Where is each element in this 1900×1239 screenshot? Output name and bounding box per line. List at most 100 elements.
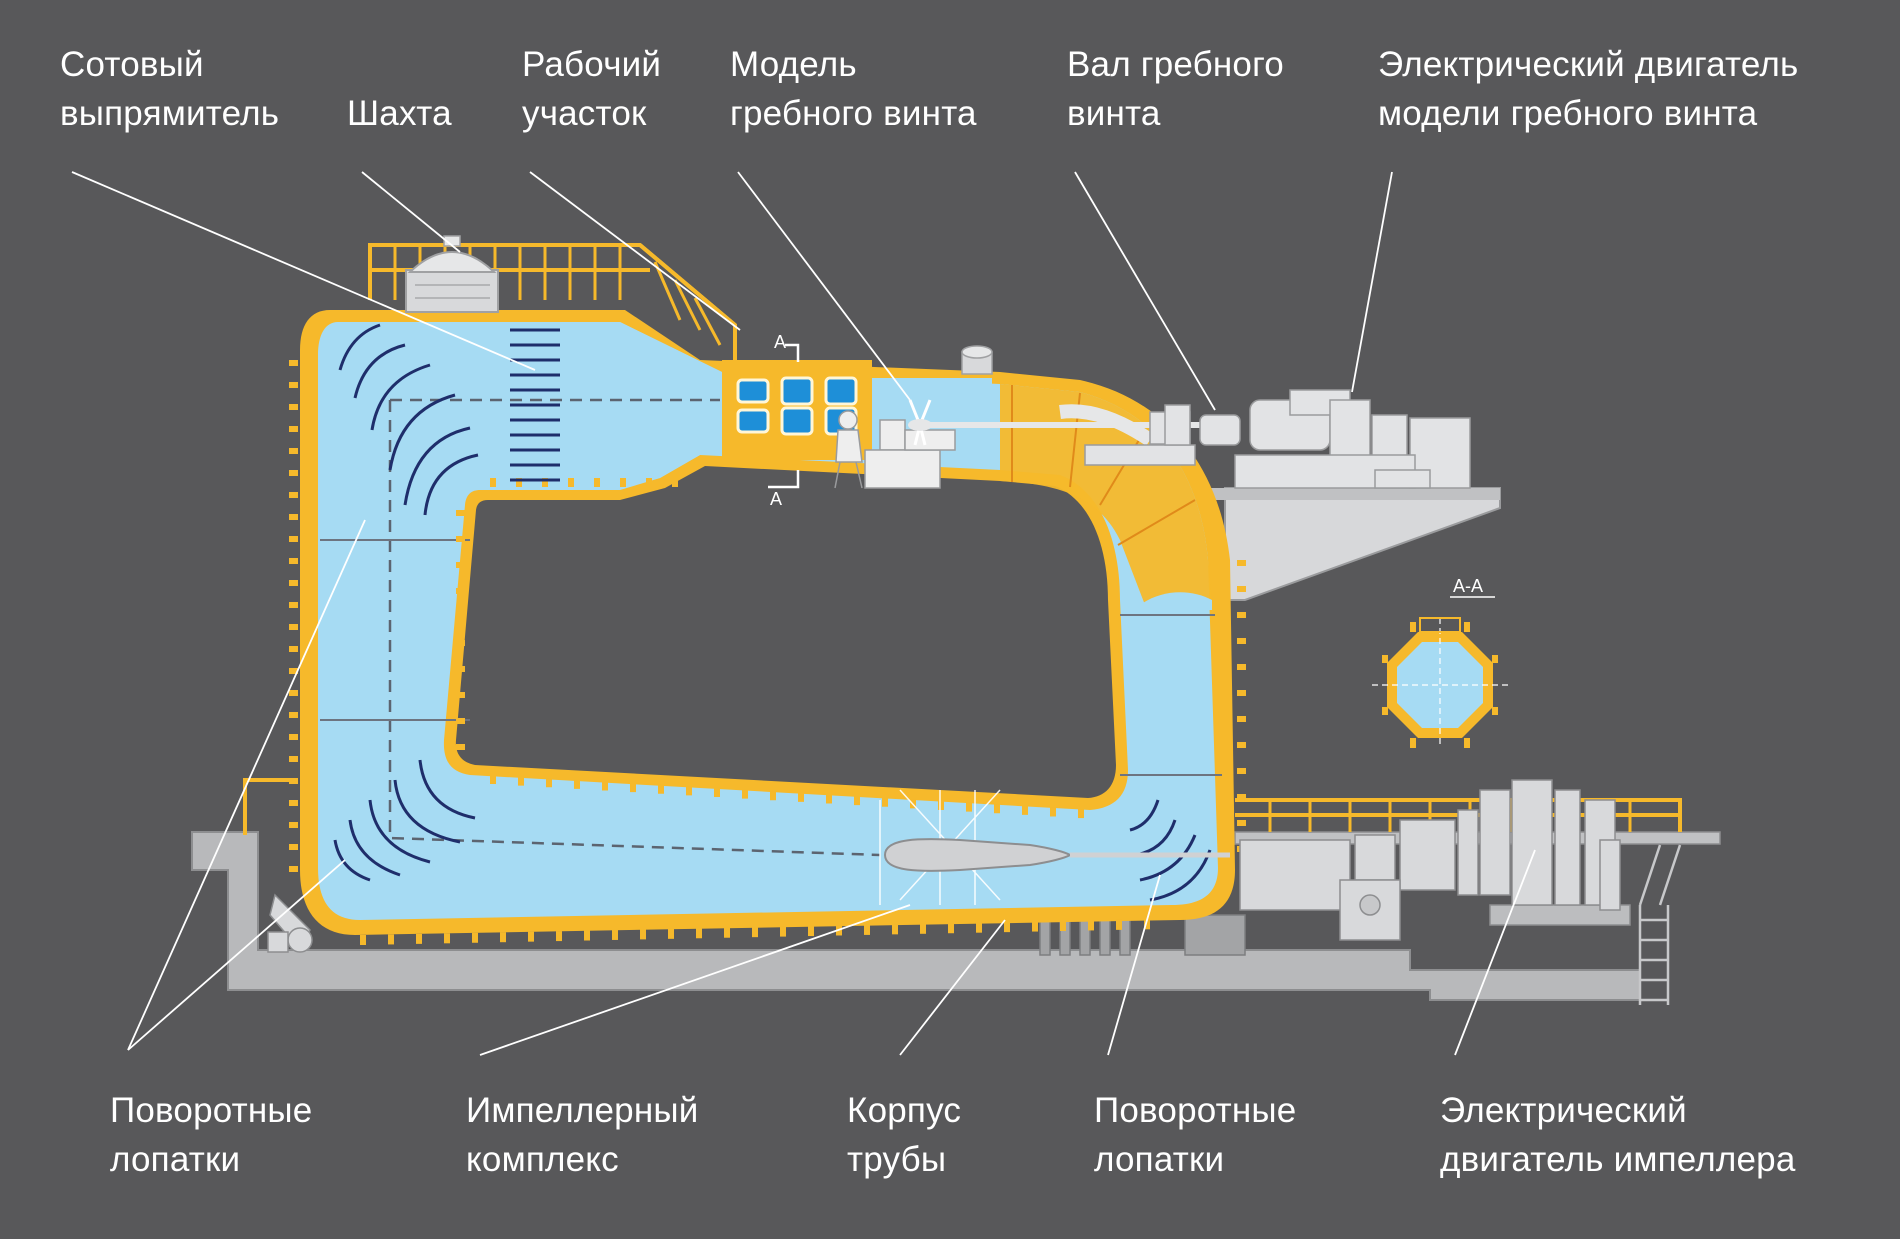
pipe-stud (630, 783, 636, 793)
floor-piers (1039, 914, 1246, 956)
pipe-stud (289, 844, 298, 850)
label-line: трубы (847, 1140, 947, 1179)
pipe-stud (289, 558, 298, 564)
pipe-stud (1237, 742, 1246, 748)
pipe-stud (672, 478, 678, 487)
propeller-motor (1164, 389, 1471, 489)
pipe-stud (1237, 820, 1246, 826)
pipe-stud (752, 927, 758, 938)
pipe-stud (574, 779, 580, 789)
turning-vanes-top-left (338, 323, 479, 516)
pipe-stud (289, 712, 298, 718)
pipe-stud (456, 666, 465, 672)
pipe-stud (602, 781, 608, 791)
pipe-stud (1060, 921, 1066, 931)
section-a-a-title: А-А (1453, 576, 1483, 596)
pipe-stud (892, 924, 898, 935)
pipe-stud (289, 360, 298, 366)
pipe-stud (289, 734, 298, 740)
pipe-stud (528, 931, 534, 942)
impeller-motor (1239, 779, 1621, 941)
pipe-stud (668, 928, 674, 939)
pipe-stud (920, 923, 926, 934)
section-cut-marks (768, 343, 800, 489)
pipe-studs (289, 360, 1246, 945)
label-line: винта (1067, 94, 1161, 133)
pipe-stud (1078, 809, 1084, 819)
ladders (1638, 844, 1682, 1005)
label-line: Поворотные (1094, 1091, 1297, 1130)
pipe-stud (770, 791, 776, 801)
label-line: Модель (730, 45, 857, 84)
label-line: Корпус (847, 1091, 962, 1130)
pipe-stud (620, 478, 626, 487)
pipe-stud (780, 926, 786, 937)
pipe-stud (456, 510, 465, 516)
pipe-stud (289, 822, 298, 828)
label-line: участок (522, 94, 647, 133)
pipe-stud (612, 929, 618, 940)
label-turning-vanes-right: Поворотные лопатки (1094, 1086, 1296, 1184)
pipe-stud (472, 932, 478, 943)
pipe-stud (646, 478, 652, 487)
pipe-stud (976, 922, 982, 933)
pipe-stud (696, 928, 702, 939)
pipe-stud (686, 786, 692, 796)
pipe-stud (289, 492, 298, 498)
pipe-stud (456, 718, 465, 724)
label-honeycomb-straightener: Сотовый выпрямитель (60, 40, 279, 138)
pipe-stud (1237, 664, 1246, 670)
label-line: Сотовый (60, 45, 204, 84)
pipe-stud (289, 866, 298, 872)
label-working-section: Рабочий участок (522, 40, 661, 138)
top-tank (961, 345, 993, 375)
pipe-stud (388, 934, 394, 945)
pipe-stud (456, 692, 465, 698)
tunnel-pipe (300, 310, 1235, 935)
pipe-stud (289, 382, 298, 388)
centerline (388, 398, 881, 857)
label-pipe-body: Корпус трубы (847, 1086, 961, 1184)
pipe-stud (500, 932, 506, 943)
pipe-stud (456, 744, 465, 750)
operator-console (834, 410, 956, 489)
pipe-stud (456, 640, 465, 646)
pipe-stud (594, 478, 600, 487)
label-line: лопатки (1094, 1140, 1225, 1179)
pipe-stud (490, 775, 496, 784)
pipe-stud (1237, 794, 1246, 800)
leader-lines (71, 171, 1536, 1056)
pipe-stud (289, 646, 298, 652)
pipe-stud (490, 478, 496, 487)
pipe-stud (456, 536, 465, 542)
pipe-stud (1237, 638, 1246, 644)
label-turning-vanes-left: Поворотные лопатки (110, 1086, 312, 1184)
pipe-stud (1088, 920, 1094, 931)
pipe-stud (798, 792, 804, 802)
label-propeller-motor: Электрический двигатель модели гребного … (1378, 40, 1798, 138)
label-line: лопатки (110, 1140, 241, 1179)
label-line: Рабочий (522, 45, 662, 84)
pipe-stud (1237, 768, 1246, 774)
pipe-stud (1004, 922, 1010, 933)
pipe-stud (742, 789, 748, 799)
pipe-stud (289, 690, 298, 696)
label-line: Электрический двигатель (1378, 45, 1799, 84)
pipe-stud (416, 933, 422, 944)
label-propeller-model: Модель гребного винта (730, 40, 977, 138)
pipe-stud (854, 796, 860, 806)
pipe-stud (289, 580, 298, 586)
pipe-stud (360, 935, 366, 945)
pipe-stud (938, 800, 944, 810)
pipe-stud (289, 404, 298, 410)
pipe-stud (289, 756, 298, 762)
pipe-stud (826, 794, 832, 804)
pipe-stud (1032, 921, 1038, 932)
pipe-stud (1050, 807, 1056, 817)
cut-mark-top: А (774, 332, 786, 352)
pipe-stud (289, 426, 298, 432)
label-line: Вал гребного (1067, 45, 1284, 84)
pipe-stud (864, 924, 870, 935)
pipe-stud (542, 478, 548, 487)
